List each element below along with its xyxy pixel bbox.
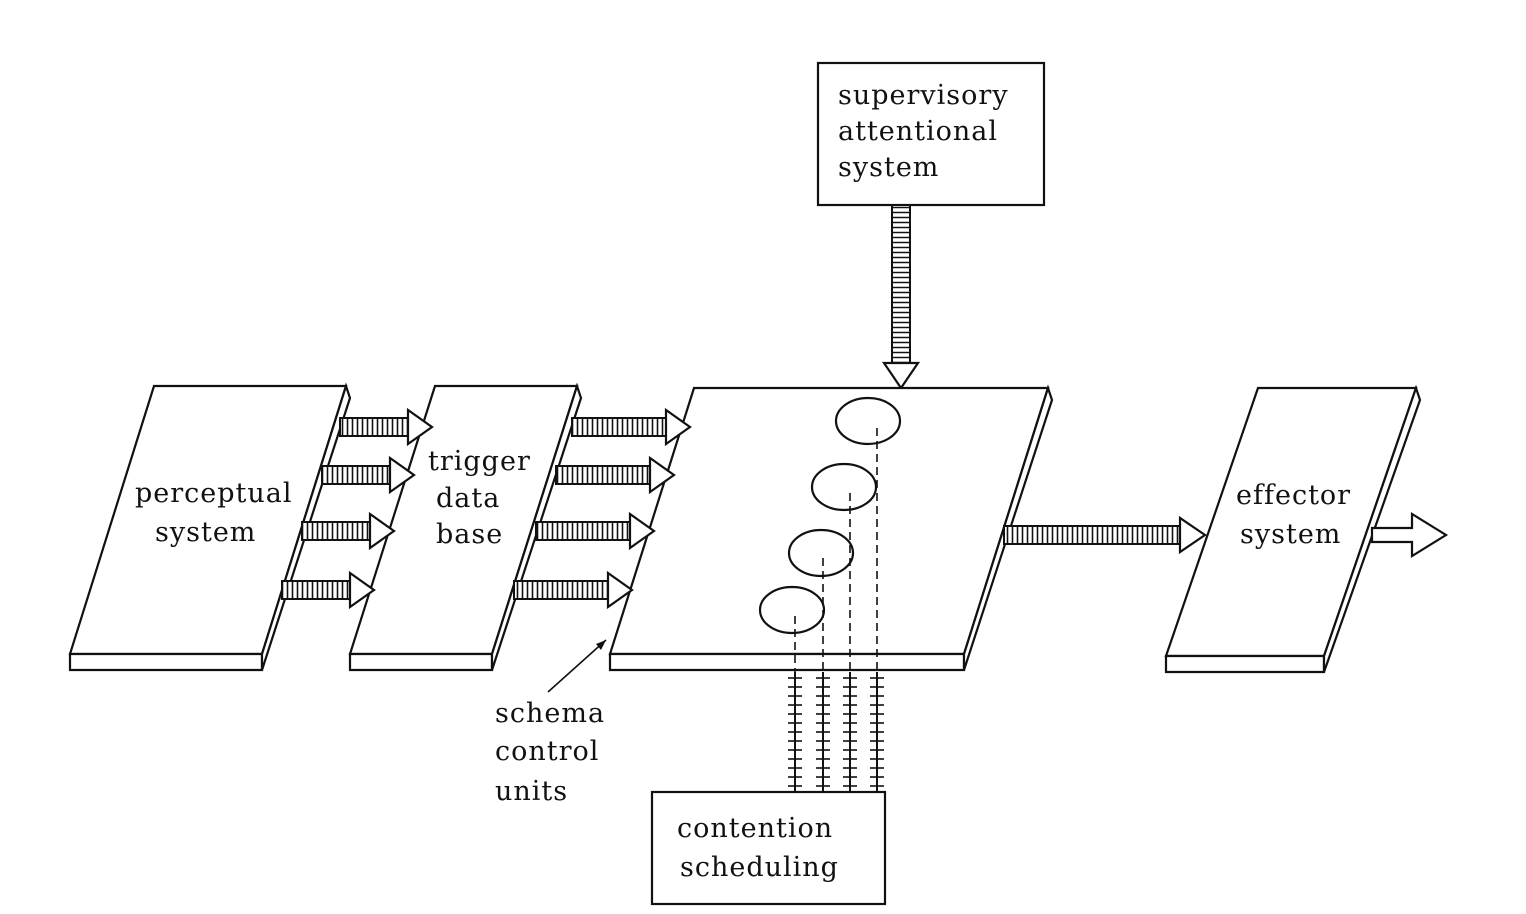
effector-label-2: system <box>1240 519 1341 550</box>
contention-label-1: contention <box>677 813 833 844</box>
schema-to-contention-links <box>788 672 884 792</box>
trigger-to-schema-arrows <box>513 407 692 610</box>
schema-plane <box>608 384 1054 672</box>
supervisory-label-1: supervisory <box>838 80 1009 111</box>
trigger-label-3: base <box>436 519 503 550</box>
arrow-p2t-2 <box>321 455 416 495</box>
schema-unit-4 <box>758 585 826 635</box>
schema-label-1: schema <box>495 698 605 729</box>
supervisory-label-3: system <box>838 152 939 183</box>
contention-scheduling: contention scheduling <box>650 790 887 906</box>
arrow-t2s-2 <box>555 455 676 495</box>
supervisory-down-arrow <box>881 204 921 390</box>
contention-label-2: scheduling <box>680 852 839 883</box>
arrow-t2s-4 <box>513 570 634 610</box>
perceptual-label-1: perceptual <box>135 478 293 509</box>
effector-output-arrow <box>1370 512 1449 558</box>
schema-label-2: control <box>495 736 599 767</box>
perceptual-to-trigger-arrows <box>281 407 434 610</box>
schema-unit-2 <box>810 462 878 512</box>
trigger-label-2: data <box>436 483 500 514</box>
trigger-label-1: trigger <box>428 446 531 477</box>
schema-label-3: units <box>495 776 568 807</box>
perceptual-label-2: system <box>155 517 256 548</box>
arrow-t2s-3 <box>535 511 656 551</box>
schema-control-units-callout: schema control units <box>495 639 607 807</box>
arrow-p2t-1 <box>339 407 434 447</box>
schema-to-effector-arrow <box>1003 515 1207 555</box>
arrow-p2t-4 <box>281 570 376 610</box>
supervisory-attentional-system: supervisory attentional system <box>816 61 1046 207</box>
effector-label-1: effector <box>1236 480 1351 511</box>
supervisory-label-2: attentional <box>838 116 998 147</box>
schema-unit-3 <box>787 528 855 578</box>
arrow-t2s-1 <box>571 407 692 447</box>
schema-unit-1 <box>834 396 902 446</box>
effector-system-plane: effector system <box>1164 384 1422 674</box>
arrow-p2t-3 <box>301 511 396 551</box>
schema-units <box>758 396 902 672</box>
